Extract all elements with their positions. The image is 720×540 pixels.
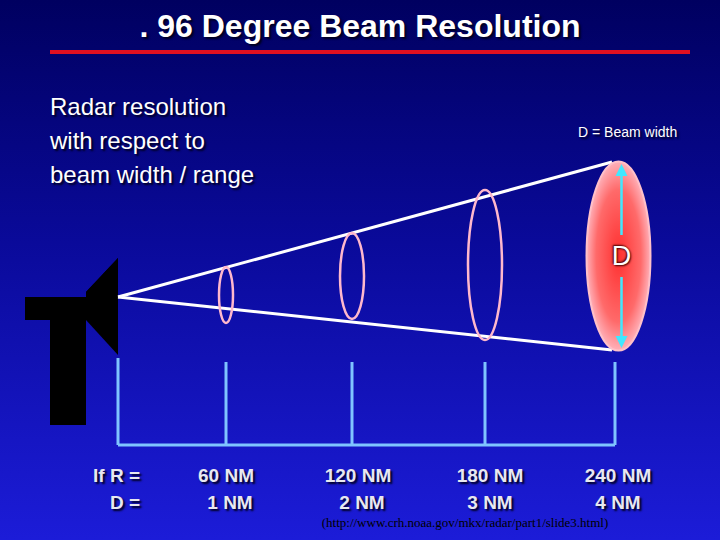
legend-note: D = Beam width [578,124,677,140]
title-underline [50,50,690,54]
beam-section [219,267,233,323]
range-value: 180 NM [457,465,524,487]
beam-ellipse: D [585,160,652,352]
range-value: 240 NM [585,465,652,487]
slide-title: . 96 Degree Beam Resolution [139,8,580,45]
range-value: 60 NM [198,465,254,487]
range-value: 120 NM [325,465,392,487]
beam-section [468,190,502,340]
range-scale [118,358,615,445]
width-symbol: D [612,241,632,271]
row-label: If R = [93,465,140,487]
beam-section [340,233,364,319]
beam-edge [118,297,612,350]
width-value: 1 NM [207,492,252,514]
width-value: 2 NM [339,492,384,514]
width-value: 4 NM [595,492,640,514]
width-value: 3 NM [467,492,512,514]
row-label: D = [110,492,140,514]
description-text: Radar resolution with respect to beam wi… [50,90,265,192]
radar-horn [86,258,118,355]
source-caption: (http://www.crh.noaa.gov/mkx/radar/part1… [322,515,609,531]
radar-tower [25,258,118,425]
